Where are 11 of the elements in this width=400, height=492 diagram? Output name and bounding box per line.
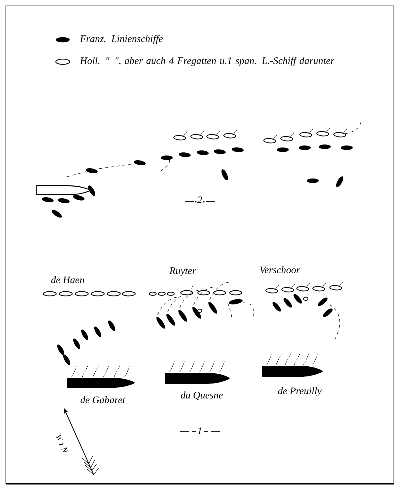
commander-label: Ruyter [170, 268, 196, 276]
legend-text: Franz. Linienschiffe [80, 35, 164, 44]
commander-label: de Haen [52, 276, 84, 284]
commander-label: Verschoor [260, 266, 300, 274]
commander-label: de Preuilly [278, 387, 322, 397]
commander-label: du Quesne [181, 392, 224, 400]
commander-label: de Gabaret [80, 396, 126, 404]
wind-direction-label: W z N [56, 434, 69, 453]
scene-number: 1 [180, 428, 220, 434]
legend-text: Holl. " ", aber auch 4 Fregatten u.1 span. L.-Schiff darunter [80, 57, 335, 66]
scene-number: 2 [184, 196, 216, 204]
